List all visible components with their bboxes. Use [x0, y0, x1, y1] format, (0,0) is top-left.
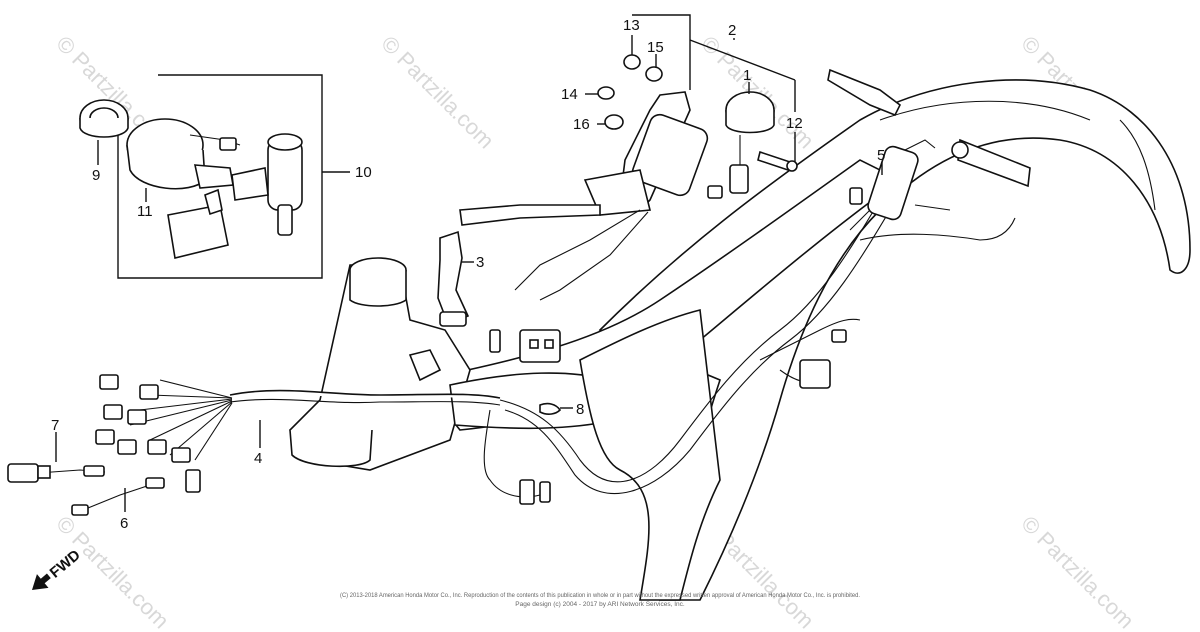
callout-16: 16: [573, 116, 590, 133]
callout-11: 11: [137, 203, 153, 220]
part-1-relay: [725, 91, 775, 194]
callout-15: 15: [647, 39, 664, 56]
part-10-group-box: [117, 74, 350, 279]
callout-9: 9: [92, 167, 100, 184]
callout-5: 5: [877, 147, 885, 164]
part-10-lock-cylinder: [231, 133, 303, 236]
harness-connectors: [95, 374, 201, 493]
callout-labels: 1 2 3 4 5 6 7 8 9 10 11 12 13 14 15 16: [51, 17, 885, 532]
watermark: © Partzilla.com: [376, 31, 499, 154]
callout-8: 8: [576, 401, 584, 418]
callout-lines: [55, 14, 883, 512]
watermark: © Partzilla.com: [51, 511, 174, 632]
callout-10: 10: [355, 164, 372, 181]
part-3-plug-cap: [437, 230, 470, 327]
callout-14: 14: [561, 86, 578, 103]
callout-13: 13: [623, 17, 640, 34]
callout-3: 3: [476, 254, 484, 271]
part-8-clip: [539, 402, 562, 415]
part-7-lead: [7, 463, 106, 483]
fwd-indicator: FWD: [32, 547, 84, 590]
part-2-ignition-coil: [459, 91, 723, 301]
part-9-ring: [79, 99, 129, 138]
fwd-arrow-icon: [32, 573, 51, 590]
callout-12: 12: [786, 115, 803, 132]
copyright-line-1: (C) 2013-2018 American Honda Motor Co., …: [340, 592, 860, 599]
callout-2: 2: [728, 22, 736, 39]
callout-4: 4: [254, 450, 262, 467]
mid-connectors: [489, 329, 847, 505]
copyright-line-2: Page design (c) 2004 - 2017 by ARI Netwo…: [515, 601, 685, 608]
copyright-footer: (C) 2013-2018 American Honda Motor Co., …: [340, 592, 860, 608]
wire-harness: [129, 199, 1016, 498]
watermark: © Partzilla.com: [1016, 511, 1139, 632]
part-6-lead: [71, 477, 165, 516]
parts-13-16-hardware: [597, 54, 663, 130]
callout-1: 1: [743, 67, 751, 84]
part-11-ignition-switch: [126, 118, 241, 259]
part-5-regulator: [849, 139, 951, 231]
part-12-bolt: [757, 150, 798, 172]
callout-7: 7: [51, 417, 59, 434]
callout-6: 6: [120, 515, 128, 532]
